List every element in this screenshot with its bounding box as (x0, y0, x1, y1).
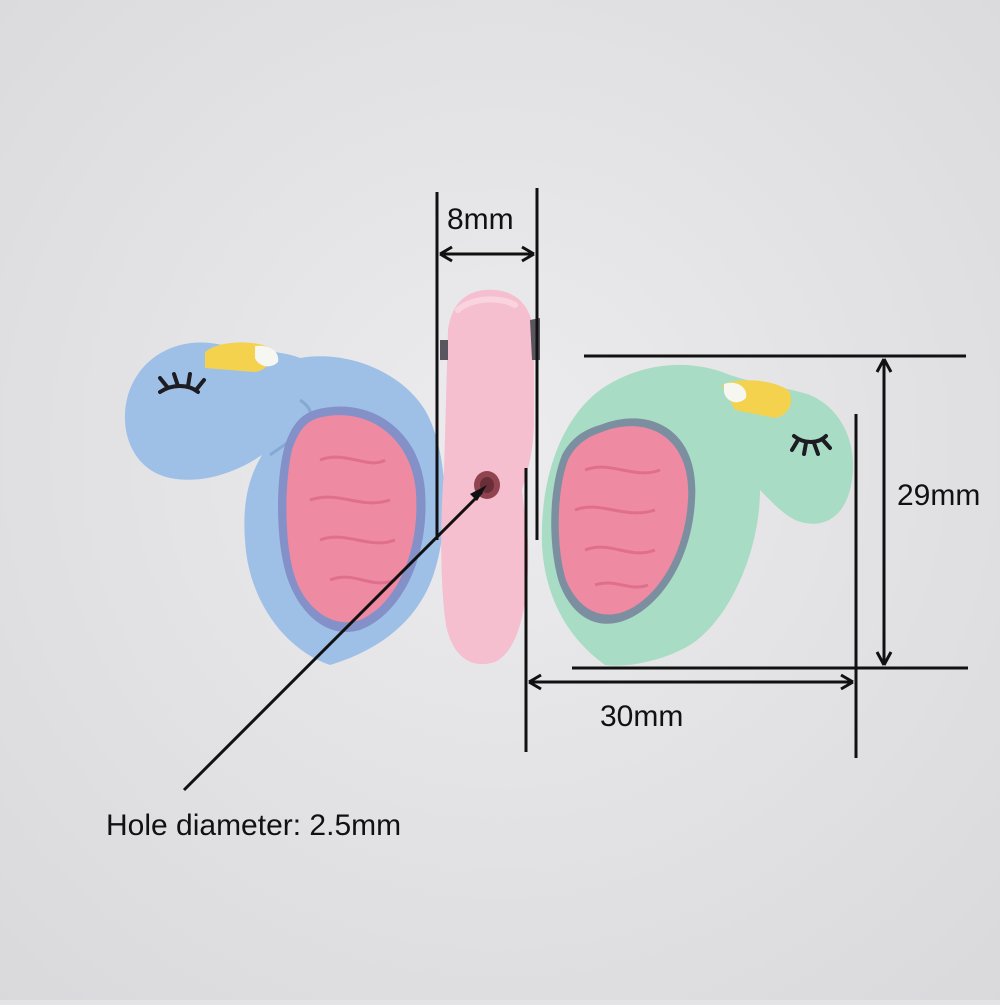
mint-beak-tip (724, 382, 747, 403)
width-label: 8mm (447, 203, 514, 236)
length-arrows (528, 673, 854, 691)
mint-flamingo-bead (541, 364, 854, 666)
blue-flamingo-bead (124, 342, 445, 665)
length-label: 30mm (600, 700, 684, 733)
blue-wing (286, 415, 417, 623)
blue-beak-tip (255, 345, 279, 367)
width-arrows (439, 245, 535, 263)
dimension-lines (182, 188, 968, 792)
height-label: 29mm (897, 479, 981, 512)
pink-highlight (455, 296, 518, 313)
hole-pointer-arrowhead (470, 485, 487, 501)
mint-wing-feathers (574, 465, 661, 589)
mint-eye-lashes (790, 434, 832, 456)
height-arrows (875, 358, 893, 666)
hole-diameter-label: Hole diameter: 2.5mm (106, 809, 402, 842)
mint-wing (558, 426, 689, 615)
blue-eye-lashes (158, 372, 206, 394)
hole-pointer-line (182, 490, 484, 792)
blue-wing-feathers (309, 455, 396, 585)
